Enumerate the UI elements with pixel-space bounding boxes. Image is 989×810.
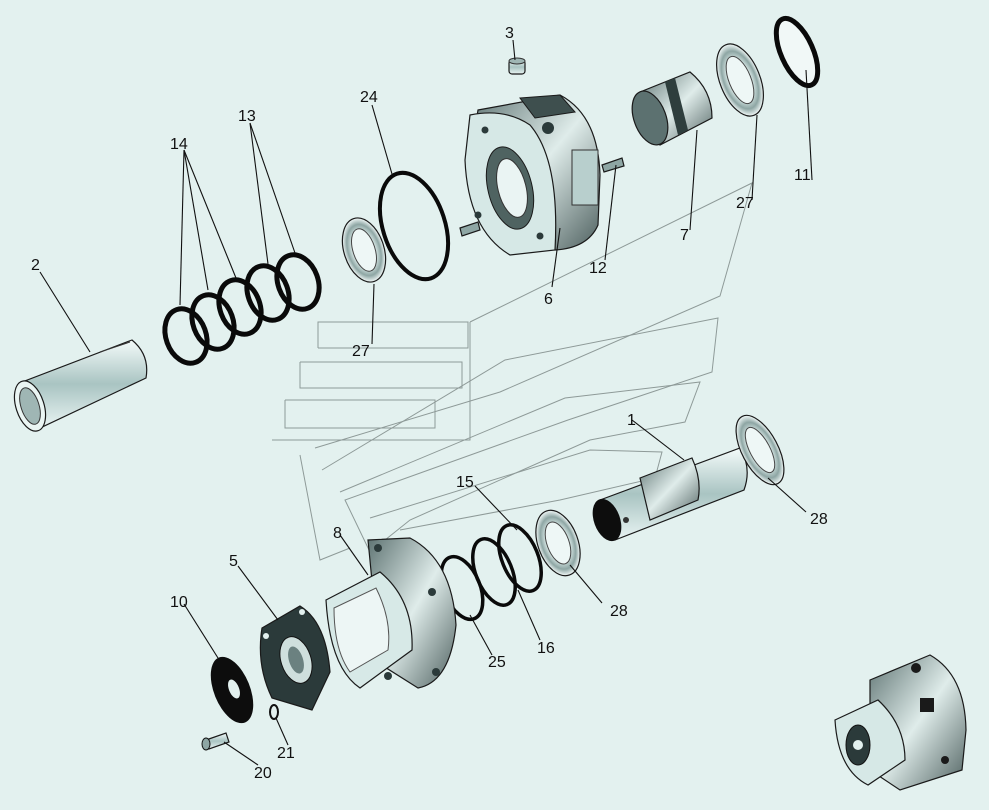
part-1-shaft [592, 447, 748, 542]
callout-11: 11 [794, 167, 811, 184]
callout-28-middle: 28 [610, 603, 628, 620]
part-11-ring [773, 15, 821, 89]
callout-16: 16 [537, 640, 555, 657]
callout-2: 2 [31, 257, 40, 274]
part-27-bearing-right [716, 43, 764, 117]
part-10-washer [210, 656, 254, 724]
callout-20: 20 [254, 765, 272, 782]
callout-13: 13 [238, 108, 256, 125]
part-3-plug [508, 57, 526, 75]
part-21-small-ring [269, 704, 279, 720]
part-6-housing [464, 94, 601, 256]
callout-labels: 2 3 14 13 24 27 6 12 7 27 11 1 28 15 28 … [31, 25, 828, 782]
callout-21: 21 [277, 745, 295, 762]
part-28-bearing-upper [735, 414, 785, 486]
part-7-sleeve [631, 71, 713, 146]
assembly-guide-lines [272, 182, 753, 561]
callout-27-right: 27 [736, 195, 754, 212]
leader-lines [39, 39, 813, 766]
part-20-bolt [201, 732, 230, 751]
callout-14: 14 [170, 136, 188, 153]
part-24-large-o-ring [377, 170, 451, 282]
part-12-studs [459, 157, 625, 237]
callout-5: 5 [229, 553, 238, 570]
assembled-unit-inset [834, 654, 967, 791]
callout-15: 15 [456, 474, 474, 491]
callout-24: 24 [360, 89, 378, 106]
callout-10: 10 [170, 594, 188, 611]
callout-12: 12 [589, 260, 607, 277]
callout-7: 7 [680, 227, 689, 244]
callout-6: 6 [544, 291, 553, 308]
part-5-flange [259, 605, 331, 711]
part-2-sleeve [13, 339, 148, 432]
part-8-cover [325, 537, 457, 689]
parts-13-14-o-rings [162, 252, 322, 366]
callout-27-left: 27 [352, 343, 370, 360]
callout-3: 3 [505, 25, 514, 42]
callout-1: 1 [627, 412, 636, 429]
callout-28-right: 28 [810, 511, 828, 528]
part-28-bearing-lower [535, 509, 581, 577]
callout-8: 8 [333, 525, 342, 542]
part-27-bearing-left [341, 217, 387, 283]
callout-25: 25 [488, 654, 506, 671]
